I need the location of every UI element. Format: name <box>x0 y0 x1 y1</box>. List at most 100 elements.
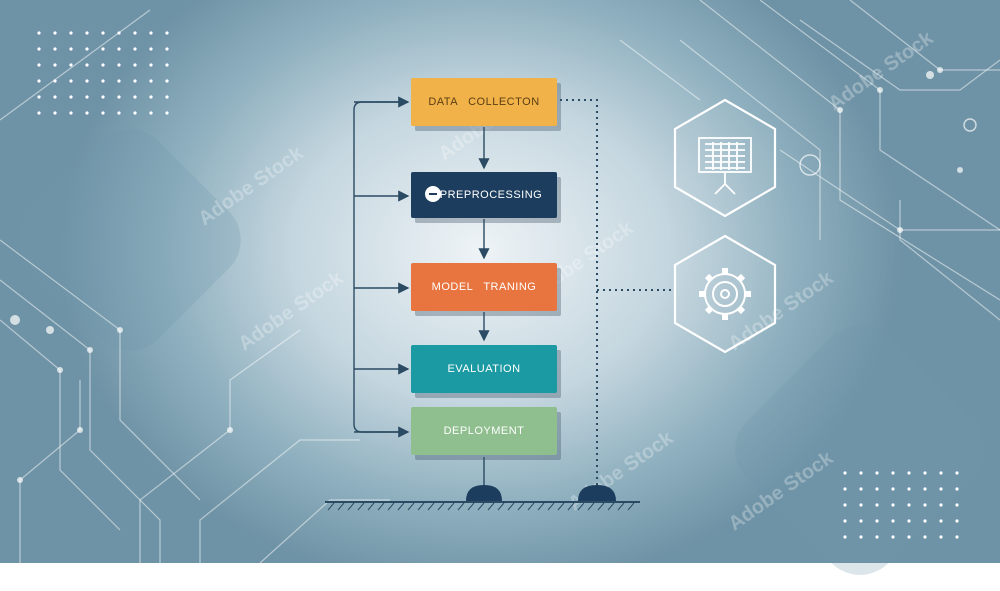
decorative-dot <box>53 63 57 67</box>
decorative-dot <box>891 503 895 507</box>
dotted-connector <box>560 99 598 486</box>
decorative-dot <box>149 47 153 51</box>
stage-label: DATA COLLECTON <box>428 96 540 108</box>
decorative-dot <box>939 503 943 507</box>
decorative-dot <box>939 487 943 491</box>
decorative-dot <box>117 63 121 67</box>
decorative-dot <box>875 503 879 507</box>
stage-label: DEPLOYMENT <box>443 425 525 437</box>
decorative-dot <box>85 63 89 67</box>
decorative-dot <box>843 471 847 475</box>
stand-base <box>466 485 502 501</box>
decorative-dot <box>859 519 863 523</box>
decorative-dot <box>923 519 927 523</box>
decorative-dot <box>891 535 895 539</box>
decorative-dot <box>939 471 943 475</box>
decorative-dot <box>117 111 121 115</box>
decorative-dot <box>85 31 89 35</box>
decorative-dot <box>165 79 169 83</box>
decorative-dot <box>117 79 121 83</box>
decorative-dot <box>133 31 137 35</box>
decorative-dot <box>53 47 57 51</box>
decorative-dot <box>149 79 153 83</box>
decorative-dot <box>859 535 863 539</box>
decorative-dot <box>907 487 911 491</box>
decorative-dot <box>53 79 57 83</box>
decorative-dot <box>939 519 943 523</box>
decorative-dot <box>907 535 911 539</box>
decorative-dot <box>875 487 879 491</box>
decorative-dot <box>69 47 73 51</box>
decorative-dot <box>955 471 959 475</box>
decorative-dot <box>37 47 41 51</box>
decorative-dot <box>907 471 911 475</box>
decorative-dot <box>133 111 137 115</box>
decorative-dot <box>843 487 847 491</box>
decorative-dot <box>133 79 137 83</box>
decorative-dot <box>149 111 153 115</box>
stage-preprocessing: PREPROCESSING <box>411 172 557 218</box>
dot-grid-top-left <box>37 31 169 115</box>
stage-model-training: MODEL TRANING <box>411 263 557 311</box>
decorative-dot <box>875 535 879 539</box>
decorative-dot <box>101 47 105 51</box>
decorative-dot <box>117 31 121 35</box>
stage-evaluation: EVALUATION <box>411 345 557 393</box>
decorative-dot <box>875 471 879 475</box>
decorative-dot <box>117 47 121 51</box>
decorative-dot <box>843 503 847 507</box>
decorative-dot <box>955 535 959 539</box>
decorative-dot <box>891 487 895 491</box>
decorative-dot <box>165 31 169 35</box>
decorative-dot <box>85 79 89 83</box>
stage-label: MODEL TRANING <box>431 281 537 293</box>
decorative-dot <box>85 95 89 99</box>
decorative-dot <box>149 31 153 35</box>
decorative-dot <box>37 79 41 83</box>
hexagon-presentation-board <box>673 98 777 218</box>
decorative-dot <box>891 471 895 475</box>
decorative-dot <box>843 519 847 523</box>
decorative-dot <box>875 519 879 523</box>
decorative-dot <box>149 63 153 67</box>
decorative-dot <box>955 519 959 523</box>
decorative-dot <box>133 47 137 51</box>
decorative-dot <box>923 471 927 475</box>
decorative-dot <box>149 95 153 99</box>
decorative-dot <box>923 503 927 507</box>
decorative-dot <box>165 95 169 99</box>
minus-circle-icon <box>425 186 441 202</box>
decorative-dot <box>165 111 169 115</box>
circuit-background <box>0 0 1000 563</box>
decorative-dot <box>955 503 959 507</box>
decorative-dot <box>923 535 927 539</box>
presentation-board-icon <box>698 137 752 195</box>
decorative-dot <box>85 111 89 115</box>
decorative-dot <box>843 535 847 539</box>
decorative-dot <box>101 31 105 35</box>
decorative-dot <box>859 471 863 475</box>
decorative-dot <box>69 31 73 35</box>
decorative-dot <box>101 111 105 115</box>
decorative-dot <box>165 63 169 67</box>
decorative-dot <box>923 487 927 491</box>
gear-icon <box>699 268 751 320</box>
decorative-dot <box>37 63 41 67</box>
stage-deployment: DEPLOYMENT <box>411 407 557 455</box>
decorative-dot <box>37 31 41 35</box>
decorative-dot <box>117 95 121 99</box>
hexagon-gear <box>673 234 777 354</box>
stage-label: EVALUATION <box>447 363 521 375</box>
decorative-dot <box>133 63 137 67</box>
decorative-dot <box>37 95 41 99</box>
decorative-dot <box>859 503 863 507</box>
dot-grid-bottom-right <box>843 471 959 539</box>
stand-base <box>578 485 616 501</box>
flow-connectors <box>325 96 672 511</box>
decorative-dot <box>69 111 73 115</box>
stage-data-collection: DATA COLLECTON <box>411 78 557 126</box>
decorative-dot <box>891 519 895 523</box>
decorative-dot <box>69 79 73 83</box>
decorative-dot <box>53 111 57 115</box>
decorative-dot <box>907 519 911 523</box>
